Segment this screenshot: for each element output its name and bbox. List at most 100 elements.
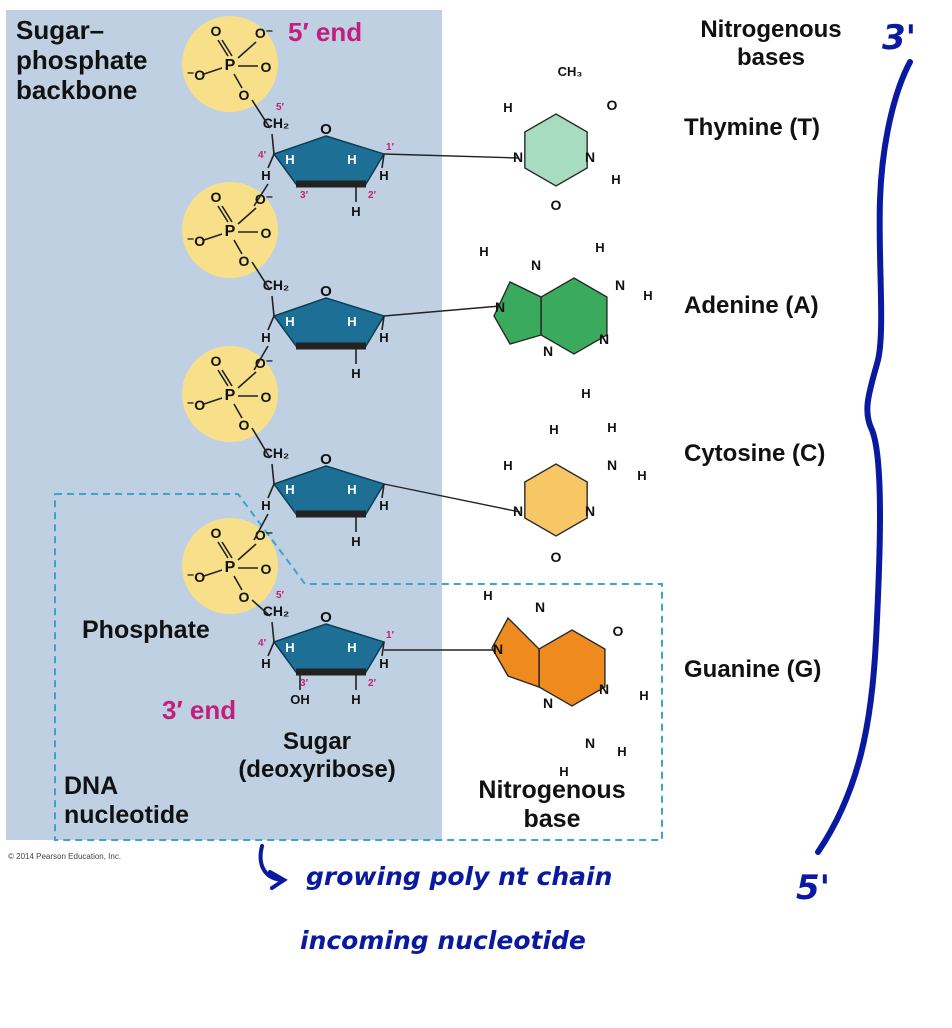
prime-label-5: 5′ <box>276 102 285 113</box>
nitrogen-atom: N <box>585 149 595 165</box>
glycosidic-bond <box>383 305 501 317</box>
prime-label-3: 3′ <box>300 678 309 689</box>
hydrogen-atom: H <box>379 168 388 183</box>
prime-label-4: 4′ <box>258 150 267 161</box>
nitrogen-atom: N <box>495 299 505 315</box>
bond <box>233 73 243 89</box>
bond <box>217 205 229 223</box>
oxygen-atom: O⁻ <box>255 527 273 543</box>
bond <box>233 239 243 255</box>
base-name-cytosine: Cytosine (C) <box>684 440 826 467</box>
hydrogen-atom: H <box>503 458 512 473</box>
ring-oxygen: O <box>320 609 332 626</box>
glycosidic-bond <box>383 153 519 159</box>
hydrogen-atom: H <box>285 640 294 655</box>
bond <box>251 261 271 291</box>
bond <box>381 641 385 657</box>
ch2-group: CH₂ <box>263 603 289 619</box>
bond <box>233 575 243 591</box>
prime-label-2: 2′ <box>368 190 377 201</box>
hydrogen-atom: H <box>285 314 294 329</box>
oxygen-atom: O⁻ <box>255 355 273 371</box>
bond <box>233 403 243 419</box>
oxygen-atom: O <box>239 589 250 605</box>
bond <box>203 397 223 405</box>
prime-label-4: 4′ <box>258 638 267 649</box>
bond <box>271 621 275 643</box>
sugar-label: Sugar (deoxyribose) <box>238 728 396 783</box>
bond <box>203 67 223 75</box>
three-prime-end-label: 3′ end <box>162 695 237 725</box>
nitrogen-atom: N <box>535 599 545 615</box>
bond <box>381 315 385 331</box>
hydrogen-atom: H <box>261 498 270 513</box>
hydrogen-atom: H <box>261 330 270 345</box>
thymine-ring <box>524 113 588 187</box>
base-name-adenine: Adenine (A) <box>684 292 819 319</box>
bond <box>251 99 271 129</box>
hydrogen-atom: H <box>379 656 388 671</box>
hydrogen-atom: H <box>611 172 620 187</box>
oxygen-atom: O <box>239 417 250 433</box>
hydrogen-atom: H <box>483 588 492 603</box>
bond <box>221 541 233 559</box>
five-prime-end-label: 5′ end <box>288 17 363 47</box>
prime-label-1: 1′ <box>386 142 395 153</box>
oxygen-atom: O <box>211 23 222 39</box>
hydrogen-atom: H <box>351 366 360 381</box>
nitrogen-atom: N <box>493 641 503 657</box>
hydrogen-atom: H <box>379 498 388 513</box>
hand-three-prime: 3' <box>882 18 917 58</box>
bond <box>203 569 223 577</box>
oxygen-atom: O <box>239 87 250 103</box>
prime-label-3: 3′ <box>300 190 309 201</box>
oxygen-atom: ⁻O <box>187 397 205 413</box>
dna-nucleotide-label: DNA nucleotide <box>64 772 190 829</box>
oxygen-atom: O <box>261 561 272 577</box>
oxygen-atom: O <box>261 225 272 241</box>
hydrogen-atom: H <box>639 688 648 703</box>
prime-label-5: 5′ <box>276 590 285 601</box>
hand-arrow <box>258 844 288 890</box>
nitrogen-atom: N <box>513 149 523 165</box>
oxygen-atom: O⁻ <box>255 191 273 207</box>
bond <box>267 483 275 499</box>
hydrogen-atom: H <box>479 244 488 259</box>
nitrogen-atom: N <box>531 257 541 273</box>
bond <box>237 543 257 561</box>
bond <box>221 369 233 387</box>
nitrogen-atom: N <box>585 503 595 519</box>
hydrogen-atom: H <box>379 330 388 345</box>
hydrogen-atom: H <box>607 420 616 435</box>
bond <box>217 541 229 559</box>
bond <box>271 295 275 317</box>
bond <box>253 513 269 541</box>
nitrogen-atom: N <box>599 331 609 347</box>
hydrogen-atom: H <box>595 240 604 255</box>
copyright-text: © 2014 Pearson Education, Inc. <box>8 852 122 861</box>
nucleotide-outline <box>54 493 663 841</box>
hydrogen-atom: H <box>503 100 512 115</box>
hydrogen-atom: H <box>261 168 270 183</box>
bond <box>237 41 257 59</box>
bond <box>271 463 275 485</box>
phosphate-label: Phosphate <box>82 616 210 644</box>
glycosidic-bond <box>383 483 521 513</box>
phosphorus-atom: P <box>225 223 236 240</box>
bond <box>267 153 275 169</box>
adenine-5-ring <box>493 281 542 345</box>
base-name-thymine: Thymine (T) <box>684 114 820 141</box>
bond <box>237 207 257 225</box>
hydrogen-atom: H <box>581 386 590 401</box>
hydrogen-atom: H <box>351 204 360 219</box>
hydrogen-atom: H <box>285 152 294 167</box>
nitrogen-atom: N <box>607 457 617 473</box>
ring-oxygen: O <box>320 283 332 300</box>
phosphate-circle <box>182 518 278 614</box>
hydrogen-atom: H <box>643 288 652 303</box>
